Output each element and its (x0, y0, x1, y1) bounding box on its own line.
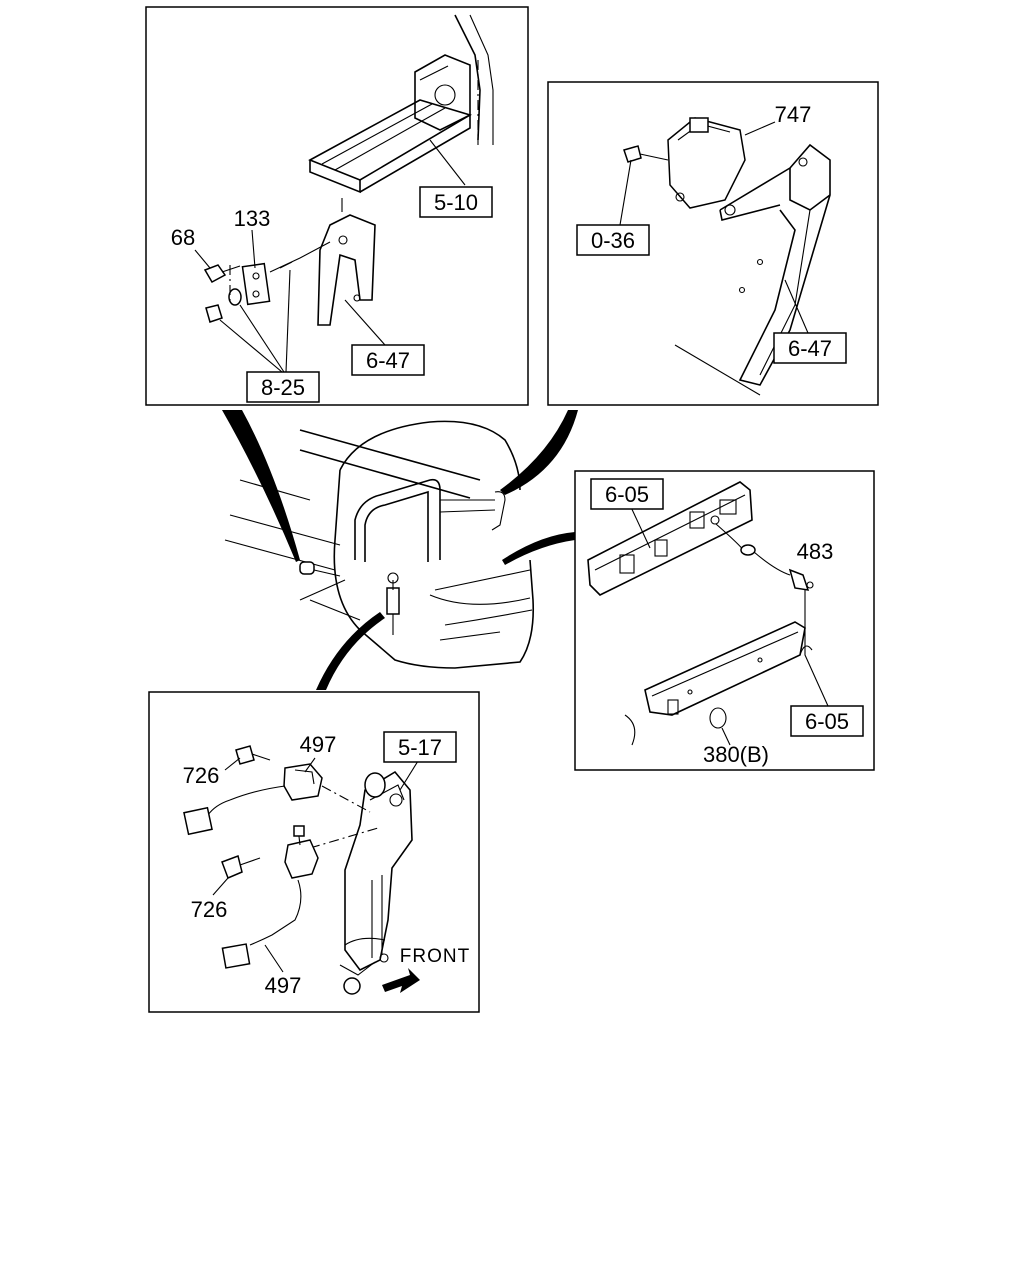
callout-box-5-17 (383, 731, 457, 763)
callout-726-top: 726 (183, 763, 220, 788)
callout-6-05-bottom: 6-05 (805, 709, 849, 734)
front-label: FRONT (400, 946, 470, 967)
leader-wedge-top-right (500, 410, 578, 495)
panel-bottom-left: FRONT 5-17 497 726 726 497 (148, 691, 480, 1013)
leader-wedge-mid-right (502, 532, 575, 565)
callout-68: 68 (171, 225, 195, 250)
callout-497-top: 497 (300, 732, 337, 757)
callout-747: 747 (775, 102, 812, 127)
leader-wedge-bottom-left (316, 612, 385, 690)
callout-6-47-right: 6-47 (788, 336, 832, 361)
callout-483: 483 (797, 539, 834, 564)
callout-box-6-05-bottom (790, 705, 864, 737)
callout-497-bottom: 497 (265, 973, 302, 998)
callout-5-17: 5-17 (398, 735, 442, 760)
panel-top-right: 747 0-36 6-47 (547, 81, 879, 406)
callout-726-bottom: 726 (191, 897, 228, 922)
callout-8-25: 8-25 (261, 375, 305, 400)
front-arrow-icon (382, 968, 420, 993)
callout-box-6-05-top (590, 478, 664, 510)
cab-overview (222, 410, 578, 690)
callout-box-0-36 (576, 224, 650, 256)
panel-top-left: 5-10 133 68 6-47 8-25 (145, 6, 529, 406)
leader-wedge-top-left (222, 410, 300, 562)
callout-6-47-left: 6-47 (366, 348, 410, 373)
callout-box-6-47-left (351, 344, 425, 376)
callout-6-05-top: 6-05 (605, 482, 649, 507)
callout-box-5-10 (419, 186, 493, 218)
callout-133: 133 (234, 206, 271, 231)
callout-5-10: 5-10 (434, 190, 478, 215)
panel-middle-right: 6-05 483 6-05 380(B) (574, 470, 875, 771)
callout-0-36: 0-36 (591, 228, 635, 253)
callout-380b: 380(B) (703, 742, 769, 767)
callout-box-6-47-right (773, 332, 847, 364)
callout-box-8-25 (246, 371, 320, 403)
